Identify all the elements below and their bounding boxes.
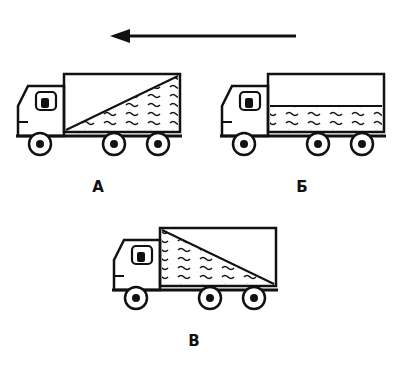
truck-b (220, 74, 386, 155)
figure-letter: В (188, 334, 199, 349)
truck-c (112, 228, 278, 309)
truck-a (16, 74, 182, 155)
figure-letter: Б (296, 180, 307, 195)
figure-letter: А (92, 180, 104, 195)
motion-arrow (110, 29, 296, 43)
